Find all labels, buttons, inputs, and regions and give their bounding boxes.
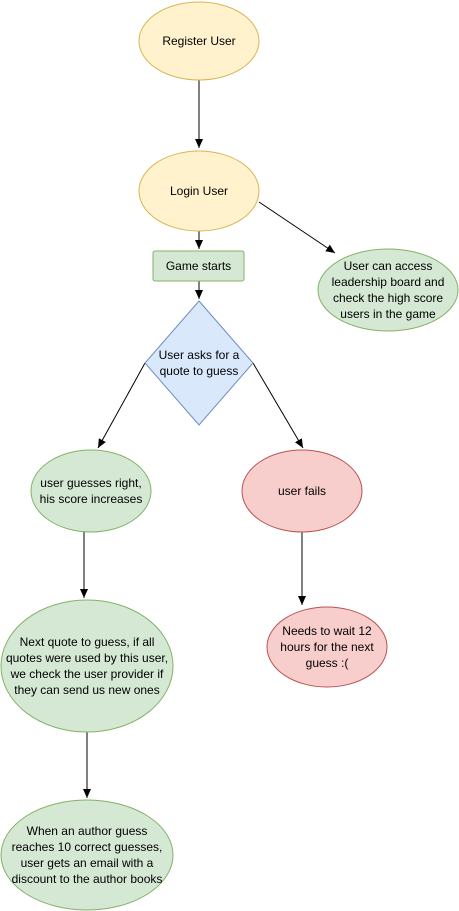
node-guess-right-shape bbox=[30, 449, 152, 533]
edge-ask-to-guess-right bbox=[97, 362, 146, 449]
node-leaderboard-shape bbox=[317, 248, 459, 332]
node-register-user-shape bbox=[138, 1, 260, 81]
node-user-fails-shape bbox=[241, 449, 363, 533]
node-ask-quote-shape bbox=[144, 300, 254, 426]
node-login-user-shape bbox=[138, 150, 260, 232]
edge-login-to-leaderboard bbox=[258, 201, 336, 254]
node-author-discount-shape bbox=[0, 799, 174, 911]
edge-ask-to-fails bbox=[252, 362, 304, 449]
node-next-quote-shape bbox=[0, 599, 174, 733]
node-wait-shape bbox=[266, 606, 388, 688]
node-game-starts-shape bbox=[152, 250, 245, 282]
